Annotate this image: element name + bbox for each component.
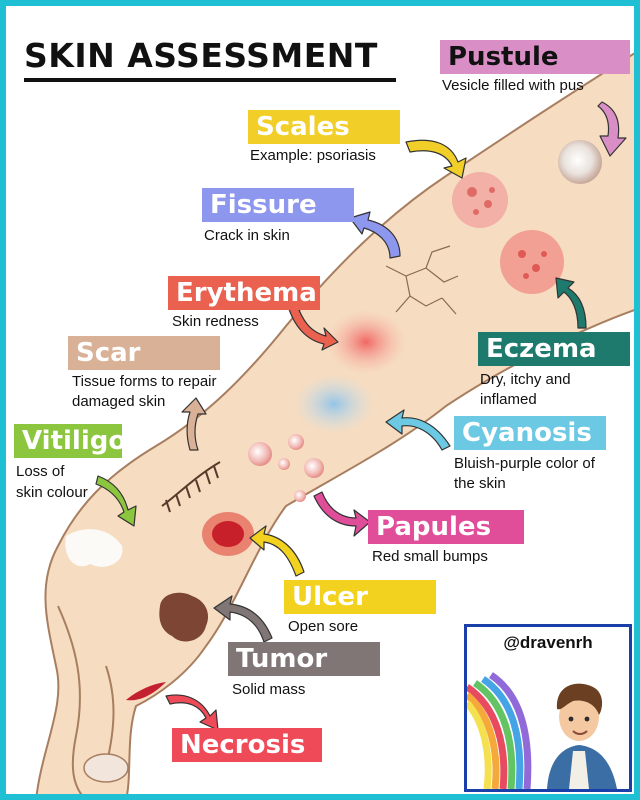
avatar-illustration bbox=[467, 672, 617, 789]
scar-desc-line1: Tissue forms to repair bbox=[72, 373, 217, 390]
arm-illustration bbox=[35, 52, 634, 794]
fissure-lesion bbox=[385, 245, 459, 315]
vitiligo-desc-line2: skin colour bbox=[16, 484, 88, 501]
tumor-lesion bbox=[159, 592, 209, 642]
papules-arrow bbox=[313, 491, 371, 537]
ulcer-arrow bbox=[249, 525, 305, 577]
page-title: SKIN ASSESSMENT bbox=[24, 36, 378, 75]
eczema-desc-line2: inflamed bbox=[480, 391, 537, 408]
scar-desc-line2: damaged skin bbox=[72, 393, 166, 410]
necrosis-arrow bbox=[165, 694, 219, 731]
credit-handle: @dravenrh bbox=[503, 633, 593, 652]
vitiligo-lesion bbox=[65, 529, 123, 567]
rainbow-stripes bbox=[467, 672, 532, 789]
pustule-arrow bbox=[597, 101, 627, 157]
pustule-lesion bbox=[558, 140, 602, 184]
scales-desc: Example: psoriasis bbox=[250, 147, 376, 164]
vitiligo-label: Vitiligo bbox=[14, 424, 126, 458]
vitiligo-desc-line1: Loss of bbox=[16, 463, 65, 480]
tumor-label: Tumor bbox=[228, 642, 380, 676]
scar-lesion bbox=[161, 461, 221, 513]
scales-arrow bbox=[405, 139, 467, 179]
scar-label: Scar bbox=[68, 336, 220, 370]
necrosis-label: Necrosis bbox=[172, 728, 322, 762]
erythema-desc: Skin redness bbox=[172, 313, 259, 330]
cyanosis-label: Cyanosis bbox=[454, 416, 606, 450]
title-underline bbox=[24, 78, 396, 82]
cyanosis-arrow bbox=[385, 409, 451, 451]
papules-desc: Red small bumps bbox=[372, 548, 488, 565]
erythema-label: Erythema bbox=[168, 276, 320, 310]
thumb-shape bbox=[57, 605, 83, 794]
scar-arrow bbox=[181, 397, 207, 451]
cyanosis-desc-line2: the skin bbox=[454, 475, 506, 492]
eczema-lesion bbox=[500, 230, 564, 294]
fissure-label: Fissure bbox=[202, 188, 354, 222]
pustule-label: Pustule bbox=[440, 40, 630, 74]
ulcer-desc: Open sore bbox=[288, 618, 359, 635]
necrosis-lesion bbox=[126, 682, 166, 701]
tumor-desc: Solid mass bbox=[232, 681, 306, 698]
ulcer-label: Ulcer bbox=[284, 580, 436, 614]
papules-lesion bbox=[248, 434, 324, 502]
fissure-arrow bbox=[349, 211, 401, 259]
tumor-arrow bbox=[213, 595, 273, 643]
scales-lesion bbox=[452, 172, 508, 228]
fingernail bbox=[83, 753, 129, 783]
erythema-lesion bbox=[326, 310, 406, 374]
eczema-arrow bbox=[555, 277, 587, 329]
cyanosis-lesion bbox=[294, 374, 374, 434]
eczema-label: Eczema bbox=[478, 332, 630, 366]
vitiligo-arrow bbox=[95, 475, 137, 527]
cyanosis-desc-line1: Bluish-purple color of bbox=[454, 455, 595, 472]
fissure-desc: Crack in skin bbox=[204, 227, 290, 244]
eczema-desc-line1: Dry, itchy and bbox=[480, 371, 571, 388]
character bbox=[547, 683, 617, 789]
scales-label: Scales bbox=[248, 110, 400, 144]
erythema-arrow bbox=[287, 301, 339, 351]
ulcer-lesion bbox=[202, 512, 254, 556]
pustule-desc: Vesicle filled with pus bbox=[442, 77, 584, 94]
credit-box: @dravenrh bbox=[464, 624, 632, 792]
papules-label: Papules bbox=[368, 510, 524, 544]
